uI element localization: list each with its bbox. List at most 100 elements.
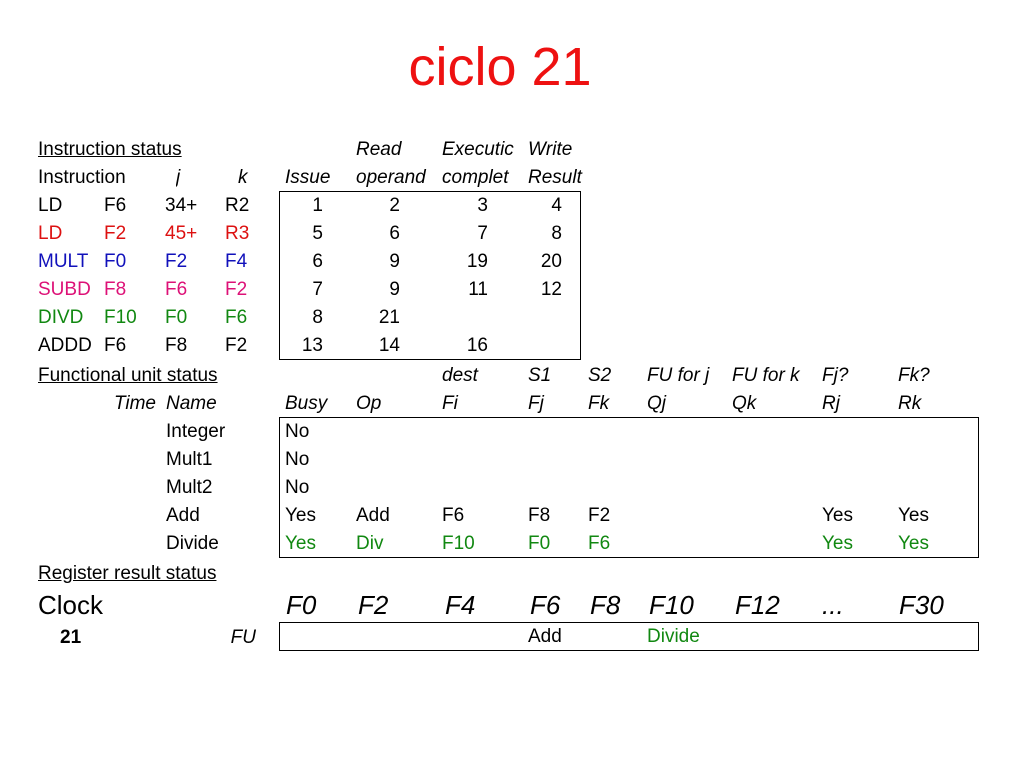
fu-fk: F6 (588, 533, 611, 554)
instr-k: F2 (225, 335, 248, 356)
register-header: ... (822, 590, 844, 620)
register-header: F30 (899, 590, 944, 620)
instr-write (528, 333, 562, 359)
instr-read: 2 (389, 195, 400, 216)
fu-name: Add (166, 505, 200, 526)
fu-fj (528, 447, 578, 473)
write-header: Write (528, 139, 573, 160)
fu-op: Div (356, 533, 384, 554)
fu-qj (647, 447, 727, 473)
fu-busy: Yes (285, 505, 316, 526)
instr-issue: 1 (312, 195, 323, 216)
instr-write (528, 305, 562, 331)
k-col-header: k (238, 167, 248, 188)
instruction-status-box (279, 191, 581, 360)
register-header: F6 (530, 590, 561, 620)
fu-status-box (279, 417, 979, 558)
register-fu-value (588, 624, 650, 650)
qk-col-header: Qk (732, 393, 757, 414)
execution-header: Executic (442, 139, 514, 160)
fu-for-k-header: FU for k (732, 365, 800, 386)
instr-exec: 11 (468, 279, 488, 300)
fu-fk (588, 447, 638, 473)
rj-col-header: Rj (822, 393, 840, 414)
register-status-label: Register result status (38, 563, 217, 584)
fu-fj (528, 419, 578, 445)
read-operands-col-header: operand (356, 167, 426, 188)
register-status-box (279, 622, 979, 651)
fu-busy: Yes (285, 533, 316, 554)
issue-col-header: Issue (285, 167, 331, 188)
execution-complete-col-header: complet (442, 167, 509, 188)
fu-rj (822, 447, 892, 473)
fu-rk (898, 447, 968, 473)
instr-issue: 5 (312, 223, 323, 244)
instr-read: 9 (389, 251, 400, 272)
instr-op: LD (38, 195, 63, 216)
rk-col-header: Rk (898, 393, 922, 414)
fu-op (356, 475, 436, 501)
fu-fk (588, 419, 638, 445)
fu-op: Add (356, 505, 390, 526)
instr-read: 6 (389, 223, 400, 244)
fu-for-j-header: FU for j (647, 365, 710, 386)
fu-qj (647, 503, 727, 529)
instr-j: 34+ (165, 195, 198, 216)
fu-qk (732, 503, 816, 529)
register-fu-value: Add (528, 626, 562, 647)
instr-write: 4 (551, 195, 562, 216)
fi-col-header: Fi (442, 393, 458, 414)
register-header: F10 (649, 590, 694, 620)
instr-k: R3 (225, 223, 250, 244)
fu-fk (588, 475, 638, 501)
fu-qk (732, 419, 816, 445)
fu-qk (732, 447, 816, 473)
time-col-header: Time (113, 393, 156, 414)
instr-dest: F6 (104, 335, 127, 356)
instr-op: ADDD (38, 335, 92, 356)
register-header: F4 (445, 590, 476, 620)
instr-issue: 6 (312, 251, 323, 272)
register-fu-value (897, 624, 979, 650)
instr-k: R2 (225, 195, 250, 216)
fu-rj: Yes (822, 533, 853, 554)
instr-read: 14 (378, 335, 400, 356)
fu-fj: F0 (528, 533, 551, 554)
fu-fi: F6 (442, 505, 465, 526)
clock-label: Clock (38, 590, 104, 620)
fj-col-header: Fj (528, 393, 544, 414)
instr-k: F4 (225, 251, 248, 272)
fu-fk: F2 (588, 505, 611, 526)
fu-qj (647, 475, 727, 501)
fu-busy: No (285, 449, 310, 470)
register-fu-value (733, 624, 823, 650)
instr-exec: 16 (466, 335, 488, 356)
register-fu-value (820, 624, 896, 650)
fu-qk (732, 475, 816, 501)
instr-write: 20 (540, 251, 562, 272)
fu-busy: No (285, 477, 310, 498)
register-fu-value (284, 624, 356, 650)
fu-row-label: FU (230, 627, 256, 648)
fu-name: Mult2 (166, 477, 213, 498)
fu-fi (442, 419, 522, 445)
register-header: F0 (286, 590, 317, 620)
fu-op (356, 419, 436, 445)
clock-value: 21 (60, 627, 82, 648)
register-fu-value: Divide (647, 626, 700, 647)
fj-ready-header: Fj? (822, 365, 849, 386)
instr-issue: 7 (312, 279, 323, 300)
instr-j: 45+ (165, 223, 198, 244)
instr-op: SUBD (38, 279, 91, 300)
instr-issue: 8 (312, 307, 323, 328)
register-fu-value (443, 624, 529, 650)
instr-j: F8 (165, 335, 188, 356)
instr-j: F0 (165, 307, 188, 328)
fu-rk (898, 475, 968, 501)
fu-qj (647, 531, 727, 557)
fk-col-header: Fk (588, 393, 610, 414)
instr-dest: F6 (104, 195, 127, 216)
fu-fj: F8 (528, 505, 551, 526)
fu-rk: Yes (898, 533, 929, 554)
fu-busy: No (285, 421, 310, 442)
